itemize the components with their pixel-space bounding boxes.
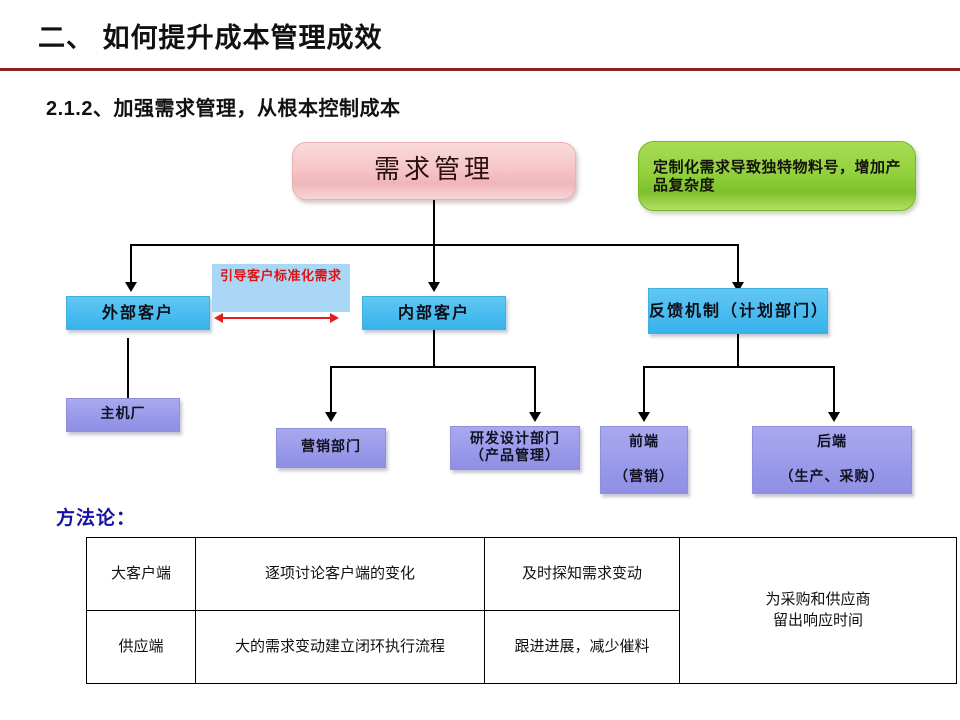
cell-row1-col0: 供应端 xyxy=(86,610,196,684)
table-row: 大客户端 逐项讨论客户端的变化 及时探知需求变动 为采购和供应商 留出响应时间 xyxy=(86,537,957,684)
arrow-internal-customer xyxy=(428,282,440,292)
connector-branch-internal xyxy=(433,244,435,284)
connector-feedback-bus xyxy=(643,366,835,368)
node-internal-customer[interactable]: 内部客户 xyxy=(362,296,506,330)
connector-branch-feedback xyxy=(737,244,739,284)
node-feedback-mechanism[interactable]: 反馈机制（计划部门） xyxy=(648,288,828,334)
note-custom-demand[interactable]: 定制化需求导致独特物料号，增加产品复杂度 xyxy=(638,141,916,211)
connector-feedback-left xyxy=(643,366,645,414)
connector-internal-left xyxy=(330,366,332,414)
double-arrow-head-right xyxy=(330,313,339,323)
callout-standardize-demand[interactable]: 引导客户标准化需求 xyxy=(212,264,350,312)
connector-branch-external xyxy=(130,244,132,284)
connector-root-stem xyxy=(433,200,435,245)
arrow-front-end xyxy=(638,412,650,422)
arrow-rnd-dept xyxy=(529,412,541,422)
connector-feedback-right xyxy=(833,366,835,414)
page-subtitle: 2.1.2、加强需求管理，从根本控制成本 xyxy=(46,98,401,120)
node-marketing-department[interactable]: 营销部门 xyxy=(276,428,386,468)
table-row: 供应端 大的需求变动建立闭环执行流程 跟进进展，减少催料 xyxy=(86,610,957,684)
methodology-table: 大客户端 逐项讨论客户端的变化 及时探知需求变动 为采购和供应商 留出响应时间 … xyxy=(86,537,957,684)
cell-row0-col1: 逐项讨论客户端的变化 xyxy=(195,537,485,611)
node-rnd-design-department[interactable]: 研发设计部门 （产品管理） xyxy=(450,426,580,470)
double-arrow-line xyxy=(222,317,332,319)
node-oem-factory[interactable]: 主机厂 xyxy=(66,398,180,432)
arrow-external-customer xyxy=(125,282,137,292)
page-title: 二、 如何提升成本管理成效 xyxy=(38,23,383,53)
cell-row1-col1: 大的需求变动建立闭环执行流程 xyxy=(195,610,485,684)
node-external-customer[interactable]: 外部客户 xyxy=(66,296,210,330)
connector-external-to-oem xyxy=(127,338,129,398)
title-divider xyxy=(0,68,960,71)
arrow-feedback xyxy=(732,282,744,292)
node-front-end[interactable]: 前端 （营销） xyxy=(600,426,688,494)
node-demand-management[interactable]: 需求管理 xyxy=(292,142,576,200)
connector-internal-right xyxy=(534,366,536,414)
cell-row0-col2: 及时探知需求变动 xyxy=(484,537,680,611)
cell-row1-col2: 跟进进展，减少催料 xyxy=(484,610,680,684)
connector-internal-bus xyxy=(330,366,536,368)
arrow-back-end xyxy=(828,412,840,422)
double-arrow-head-left xyxy=(214,313,223,323)
connector-feedback-stem xyxy=(737,334,739,368)
cell-merged-supplier-response: 为采购和供应商 留出响应时间 xyxy=(679,537,957,684)
cell-row0-col0: 大客户端 xyxy=(86,537,196,611)
connector-internal-stem xyxy=(433,330,435,368)
arrow-marketing-dept xyxy=(325,412,337,422)
methodology-label: 方法论： xyxy=(56,508,137,529)
node-back-end[interactable]: 后端 （生产、采购） xyxy=(752,426,912,494)
